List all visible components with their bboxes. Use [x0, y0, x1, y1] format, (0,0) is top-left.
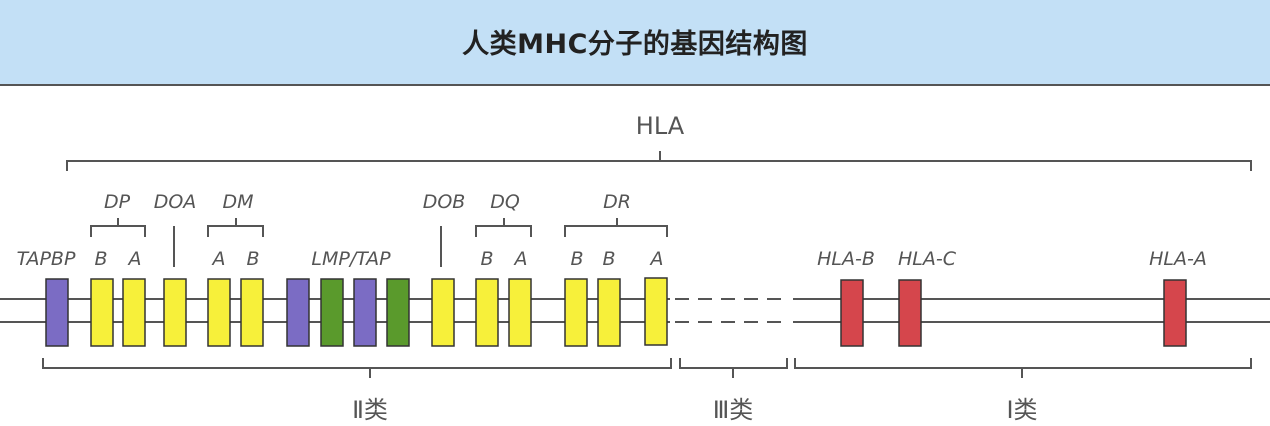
group-labels: DP DOA DM DOB DQ DR [90, 191, 668, 267]
gene-box-dob [431, 278, 455, 347]
gene-label-lmp-tap: LMP/TAP [311, 248, 391, 270]
region-label-class-1: Ⅰ类 [1006, 396, 1037, 424]
dm-bracket [207, 218, 264, 237]
header-banner: 人类MHC分子的基因结构图 [0, 0, 1270, 86]
region-label-class-3: Ⅲ类 [713, 396, 754, 424]
group-label-dq: DQ [490, 191, 520, 213]
gene-box-lmp [286, 278, 310, 347]
gene-box-dpb [90, 278, 114, 347]
gene-box-hla-a [1163, 279, 1187, 347]
gene-label-drb2: B [602, 248, 615, 270]
class-2-bracket [42, 358, 672, 378]
dp-bracket [90, 218, 146, 237]
dq-bracket [475, 218, 532, 237]
gene-box-lmp [353, 278, 377, 347]
gene-box-dpa [122, 278, 146, 347]
gene-box-tapbp [45, 278, 69, 347]
gene-box-dra [644, 277, 668, 346]
gene-box-dmb [240, 278, 264, 347]
page-title: 人类MHC分子的基因结构图 [462, 29, 808, 60]
gene-label-dpb: B [94, 248, 107, 270]
gene-box-tap [386, 278, 410, 347]
class-1-bracket [794, 358, 1252, 378]
gene-label-hla-b: HLA-B [817, 248, 875, 270]
gene-box-hla-c [898, 279, 922, 347]
gene-label-drb1: B [570, 248, 583, 270]
gene-box-hla-b [840, 279, 864, 347]
hla-bracket-line [66, 151, 1252, 171]
group-label-dob: DOB [423, 191, 466, 213]
gene-box-dqb [475, 278, 499, 347]
gene-box-doa [163, 278, 187, 347]
group-label-dp: DP [104, 191, 131, 213]
gene-label-dqb: B [480, 248, 493, 270]
gene-label-dma: A [211, 248, 226, 270]
dr-bracket [564, 218, 668, 237]
group-label-dm: DM [222, 191, 253, 213]
group-label-dr: DR [603, 191, 631, 213]
gene-label-dmb: B [246, 248, 259, 270]
gene-label-dra: A [649, 248, 664, 270]
gene-box-dma [207, 278, 231, 347]
gene-boxes [45, 277, 1187, 347]
gene-box-tap [320, 278, 344, 347]
gene-label-tapbp: TAPBP [17, 248, 76, 270]
group-label-doa: DOA [154, 191, 197, 213]
gene-labels: TAPBP B A A B LMP/TAP B A B B A HLA-B HL… [17, 248, 1207, 270]
gene-label-dqa: A [513, 248, 528, 270]
gene-label-hla-a: HLA-A [1149, 248, 1207, 270]
gene-box-drb [597, 278, 621, 347]
region-label-class-2: Ⅱ类 [352, 396, 388, 424]
gene-label-hla-c: HLA-C [898, 248, 957, 270]
class-3-bracket [679, 358, 788, 378]
gene-box-dqa [508, 278, 532, 347]
region-brackets: Ⅱ类 Ⅲ类 Ⅰ类 [42, 358, 1252, 424]
gene-box-drb [564, 278, 588, 347]
chromosome-lines [0, 298, 1270, 323]
gene-label-dpa: A [127, 248, 142, 270]
hla-label: HLA [636, 112, 685, 140]
hla-bracket: HLA [66, 112, 1252, 171]
